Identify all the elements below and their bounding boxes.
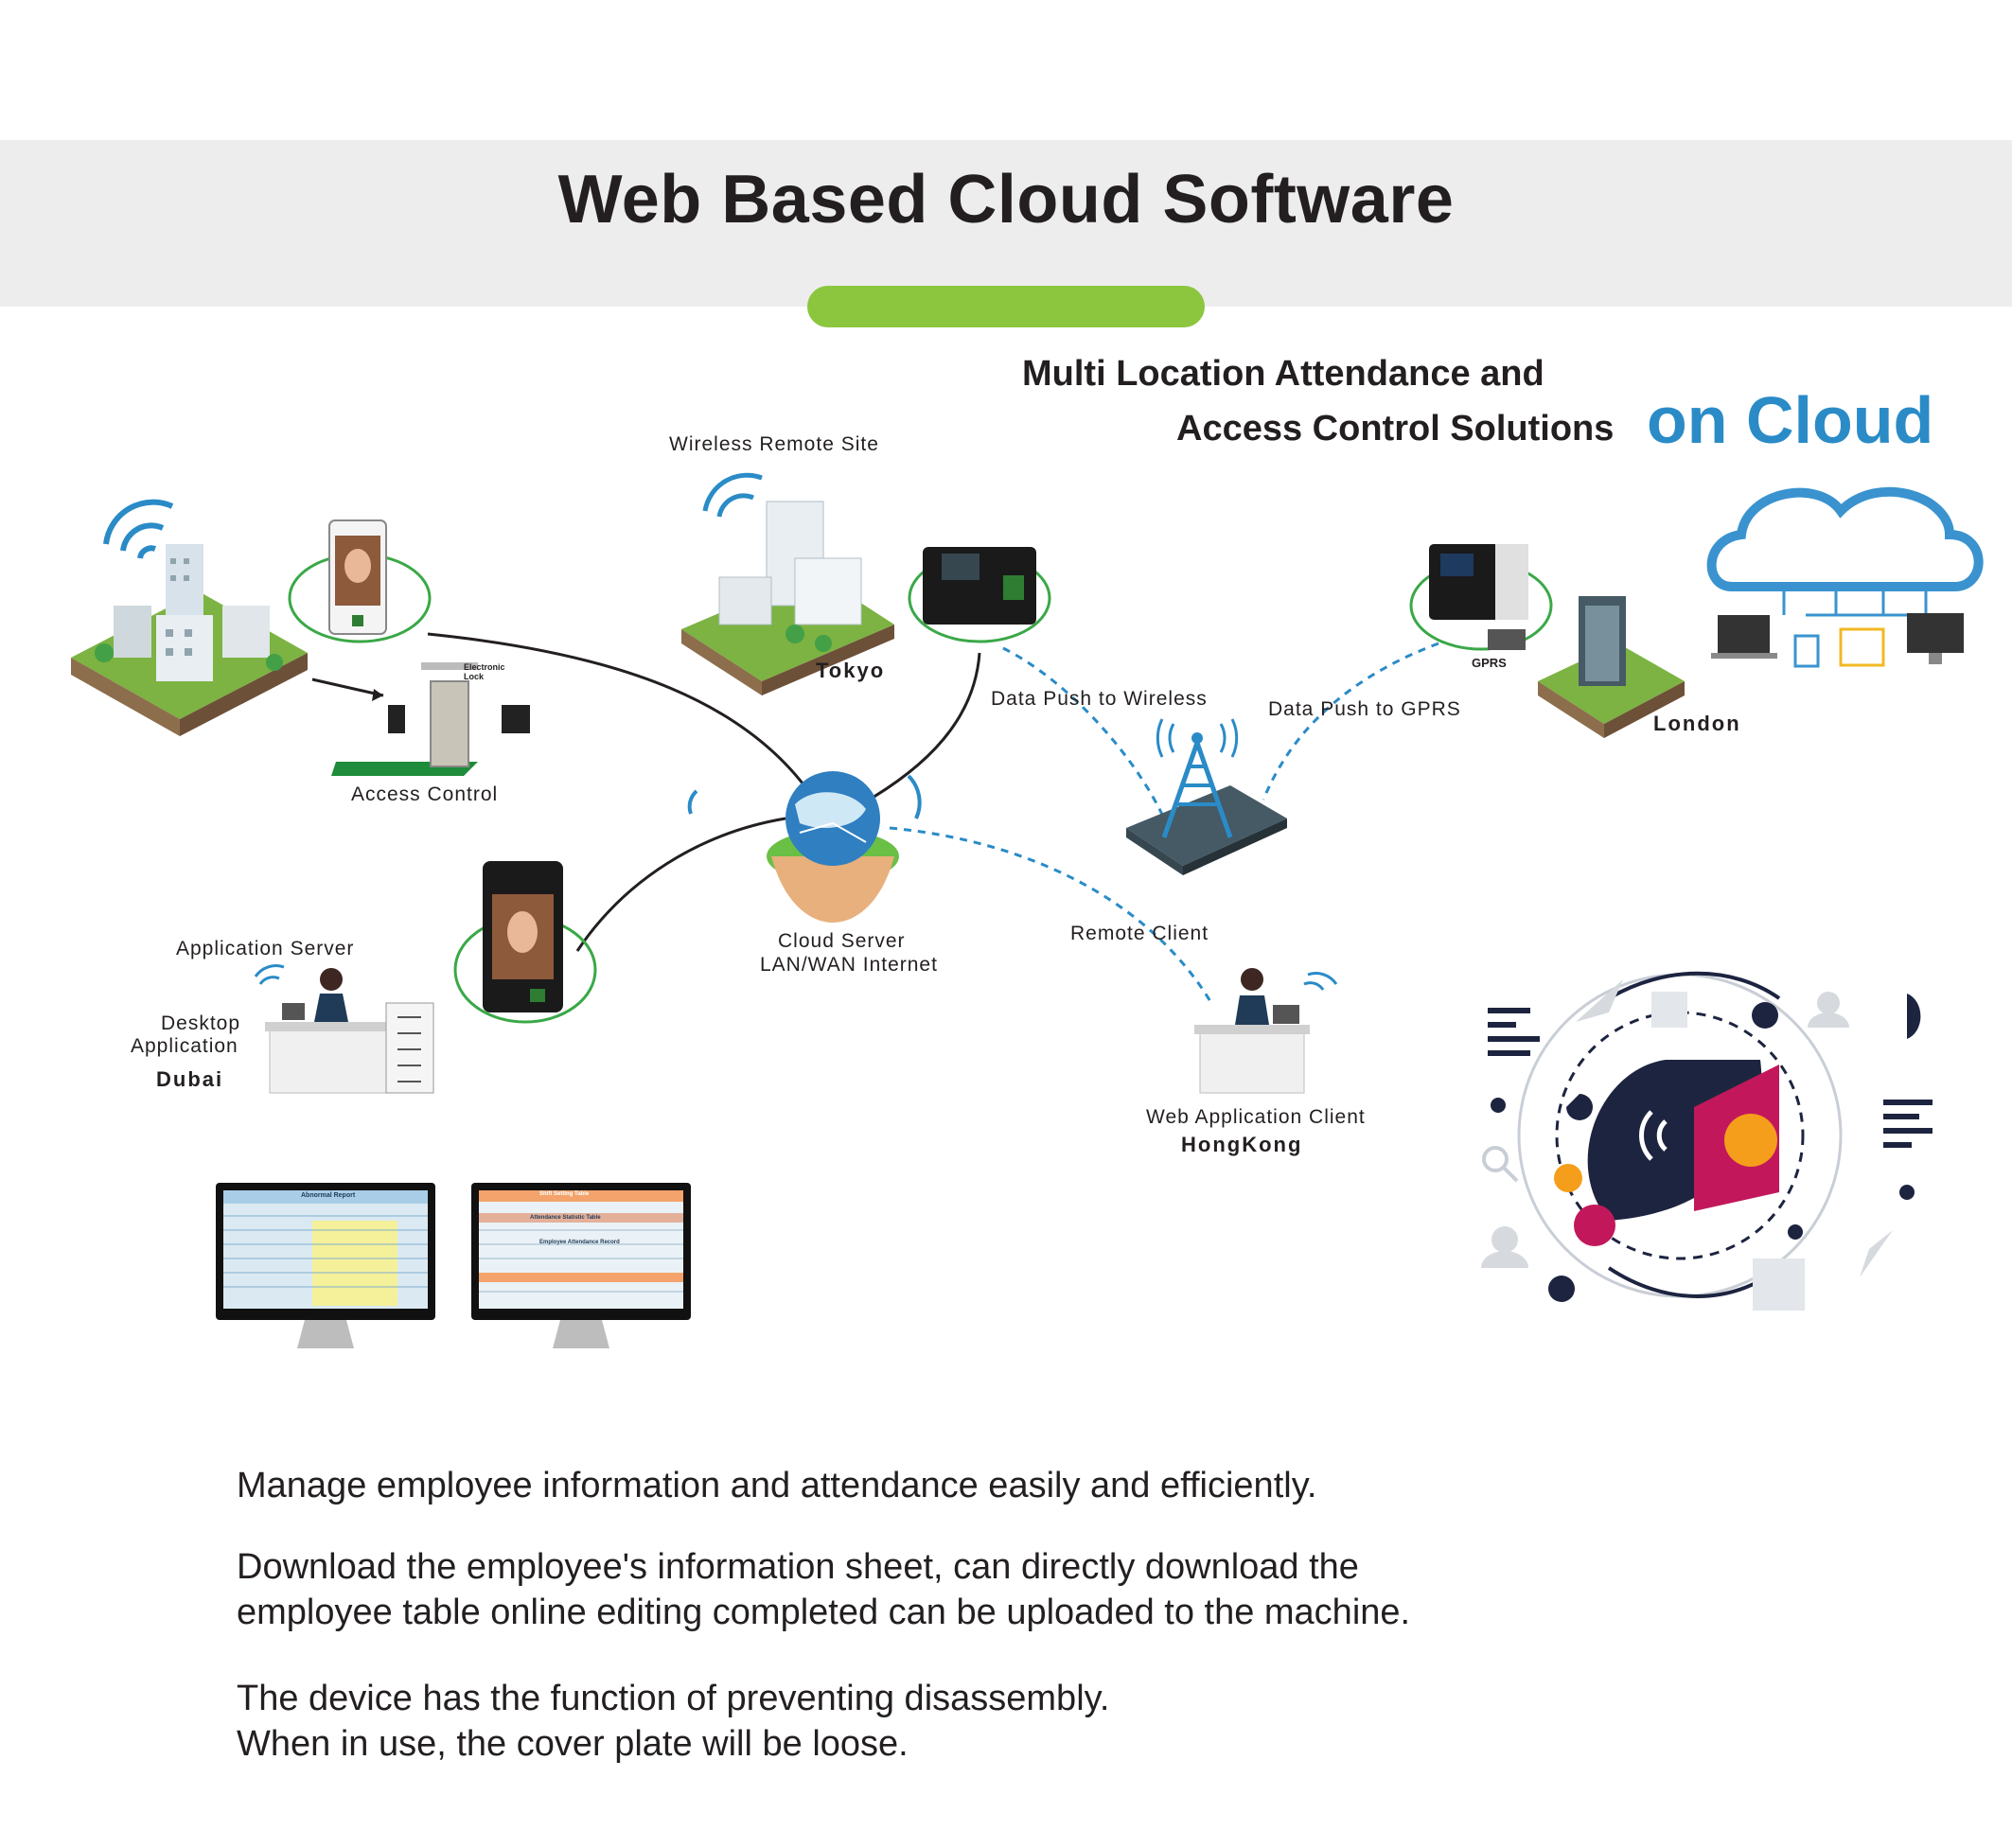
monitor-right-sub1: Attendance Statistic Table	[530, 1215, 601, 1221]
wifi-icon	[103, 499, 174, 545]
orbit-illustration-icon	[1481, 971, 1933, 1311]
label-lan-wan: LAN/WAN Internet	[760, 954, 938, 976]
label-gprs: GPRS	[1472, 656, 1507, 670]
link-london-tower	[1262, 642, 1439, 801]
cloud-devices-icon	[1706, 486, 1984, 668]
gprs-terminal-icon	[1409, 544, 1553, 651]
link-tokyo-tower	[1002, 646, 1166, 819]
right-monitor-icon	[471, 1183, 691, 1348]
subtitle-accent: on Cloud	[1647, 383, 1934, 457]
paragraph-3-line-2: When in use, the cover plate will be loo…	[237, 1724, 909, 1764]
label-desktop: Desktop	[161, 1012, 241, 1034]
hongkong-desk-icon	[1194, 968, 1338, 1094]
monitor-right-sub2: Employee Attendance Record	[539, 1240, 620, 1245]
dubai-face-terminal-icon	[453, 861, 597, 1024]
label-wireless-remote-site: Wireless Remote Site	[669, 433, 879, 455]
paragraph-3-line-1: The device has the function of preventin…	[237, 1679, 1110, 1718]
paragraph-2-line-2: employee table online editing completed …	[237, 1593, 1411, 1632]
fingerprint-terminal-icon	[908, 547, 1051, 643]
label-tokyo: Tokyo	[816, 659, 886, 682]
accent-bar	[807, 286, 1205, 327]
paragraph-2-line-1: Download the employee's information shee…	[237, 1547, 1359, 1587]
label-web-app-client: Web Application Client	[1146, 1106, 1366, 1128]
london-building-icon	[1538, 596, 1685, 738]
cloud-server-globe-icon	[687, 771, 922, 923]
left-monitor-icon	[216, 1183, 435, 1348]
label-access-control: Access Control	[351, 783, 499, 805]
label-remote-client: Remote Client	[1070, 923, 1209, 944]
paragraph-1: Manage employee information and attendan…	[237, 1466, 1317, 1505]
access-control-icon	[311, 662, 530, 776]
tokyo-buildings-icon	[681, 472, 894, 695]
label-application: Application	[131, 1035, 238, 1057]
label-dubai: Dubai	[156, 1067, 224, 1091]
label-electronic-lock: Electronic Lock	[464, 662, 505, 681]
radio-tower-icon	[1126, 718, 1287, 875]
label-data-push-gprs: Data Push to GPRS	[1268, 698, 1461, 720]
connections	[427, 632, 1439, 1004]
label-hongkong: HongKong	[1181, 1133, 1303, 1156]
label-london: London	[1653, 712, 1741, 735]
dubai-desk-icon	[254, 964, 434, 1094]
label-cloud-server: Cloud Server	[778, 930, 906, 952]
building-cluster-icon	[71, 499, 308, 736]
subtitle-line-1: Multi Location Attendance and	[1022, 354, 1544, 394]
link-tokyo-cloud	[860, 652, 981, 806]
link-building-cloud	[427, 632, 825, 815]
page-title: Web Based Cloud Software	[557, 162, 1455, 238]
label-application-server: Application Server	[176, 938, 355, 959]
link-cloud-hongkong	[889, 826, 1213, 1004]
wifi-icon	[702, 472, 763, 512]
monitor-right-title: Shift Setting Table	[539, 1191, 590, 1197]
subtitle-line-2: Access Control Solutions	[1176, 409, 1615, 449]
label-data-push-wireless: Data Push to Wireless	[991, 688, 1208, 710]
link-dubai-cloud	[575, 817, 786, 952]
header-band	[0, 140, 2012, 307]
monitor-left-title: Abnormal Report	[301, 1192, 356, 1199]
face-terminal-icon	[288, 519, 432, 643]
